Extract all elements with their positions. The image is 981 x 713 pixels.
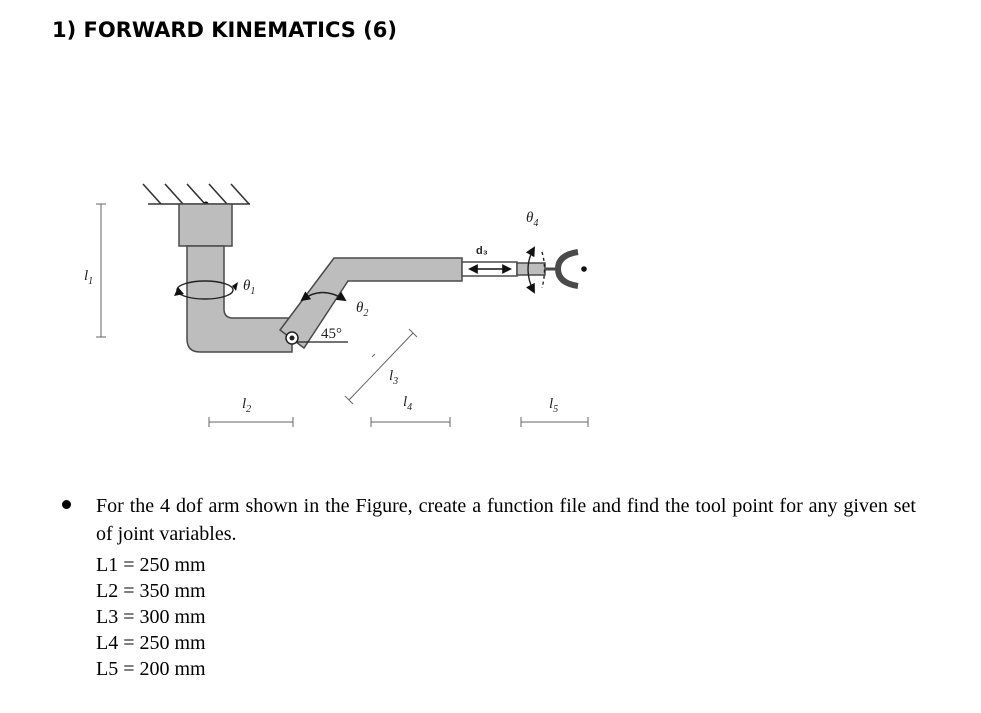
label-l3: l3: [389, 368, 398, 387]
label-d3: d₃: [476, 245, 488, 257]
ground-hatching: [142, 183, 250, 205]
length-l2: L2 = 350 mm: [96, 580, 206, 602]
label-theta4: θ4: [526, 210, 538, 229]
theta4-rotation-arrow: [525, 246, 535, 294]
label-l1: l1: [84, 268, 93, 287]
problem-text: For the 4 dof arm shown in the Figure, c…: [96, 495, 916, 545]
dim-l1: [96, 203, 106, 338]
dim-l2: [208, 417, 294, 427]
label-angle-45: 45°: [321, 326, 342, 342]
problem-statement: For the 4 dof arm shown in the Figure, c…: [96, 492, 916, 682]
theta2-arc-arrow: [300, 291, 347, 302]
length-l4: L4 = 250 mm: [96, 632, 206, 654]
link-lengths-list: L1 = 250 mm L2 = 350 mm L3 = 300 mm L4 =…: [96, 552, 916, 682]
link-l3-l4: [278, 257, 463, 350]
length-l1: L1 = 250 mm: [96, 554, 206, 576]
label-l5: l5: [549, 396, 558, 415]
length-l3: L3 = 300 mm: [96, 606, 206, 628]
base-block: [178, 203, 233, 247]
length-l5: L5 = 200 mm: [96, 658, 206, 680]
dim-l5: [520, 417, 589, 427]
bullet-marker: [62, 500, 71, 509]
robot-arm-figure: l1 θ1 θ2 45° d₃ θ4 l2 l3 l4 l5: [84, 183, 589, 427]
label-l2: l2: [242, 396, 251, 415]
section-heading: 1) FORWARD KINEMATICS (6): [52, 18, 397, 42]
dim-l4: [370, 417, 451, 427]
label-theta2: θ2: [356, 300, 368, 319]
tool-point: [581, 266, 587, 272]
wrist-block: [516, 262, 546, 276]
label-l4: l4: [403, 394, 412, 413]
gripper: [554, 249, 579, 289]
label-theta1: θ1: [243, 278, 255, 297]
dim-l3: [344, 328, 418, 405]
